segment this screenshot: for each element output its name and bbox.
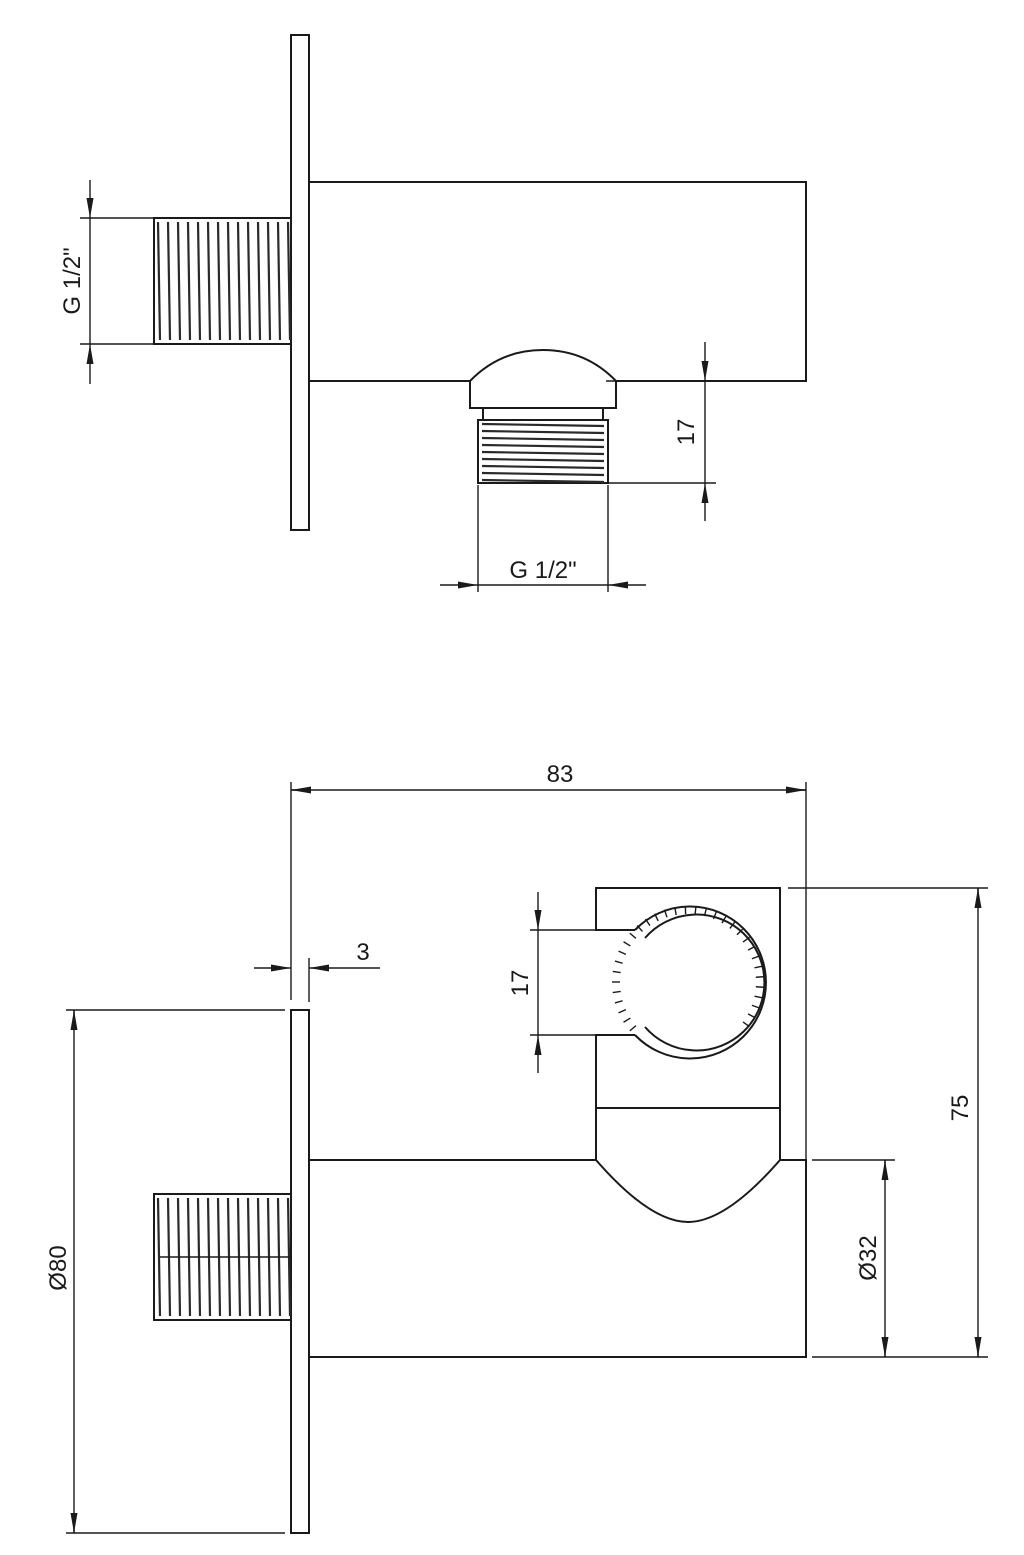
thread-line: [736, 928, 744, 936]
thread-line: [481, 436, 605, 442]
thread-line: [694, 906, 697, 915]
thread-line: [216, 221, 222, 341]
thread-line: [481, 443, 605, 449]
thread-line: [176, 221, 182, 341]
thread-line: [751, 955, 760, 960]
thread-line: [166, 221, 172, 341]
top-wall-plate: [290, 34, 310, 531]
thread-line: [481, 450, 605, 456]
thread-line: [226, 221, 232, 341]
thread-line: [654, 913, 659, 922]
thread-line: [612, 990, 621, 994]
width-label: 83: [547, 761, 574, 788]
thread-line: [156, 221, 162, 341]
dim-body-diameter: Ø32: [812, 1159, 895, 1357]
dim-bottom-thread: G 1/2": [440, 485, 646, 592]
thread-line: [712, 911, 718, 920]
dim-holder-opening: 17: [507, 892, 596, 1073]
thread-line: [623, 1017, 631, 1023]
plate-diameter-label: Ø80: [45, 1245, 72, 1290]
body-diameter-label: Ø32: [855, 1235, 882, 1280]
thread-line: [196, 221, 202, 341]
front-holder-outline: [595, 887, 781, 1160]
dim-height: 75: [788, 887, 988, 1358]
thread-line: [747, 945, 756, 951]
dim-width: 83: [290, 761, 807, 1160]
thread-line: [286, 221, 292, 341]
thread-line: [481, 464, 605, 470]
thread-line: [618, 950, 627, 955]
thread-line: [236, 221, 242, 341]
thread-line: [754, 965, 763, 969]
dim-thread-length: 17: [606, 342, 716, 521]
thread-line: [755, 976, 764, 978]
thread-line: [636, 925, 644, 932]
thread-line: [751, 1004, 760, 1009]
top-view: G 1/2" 17 G 1/2": [59, 34, 807, 592]
thread-line: [629, 1025, 637, 1032]
thread-line: [266, 221, 272, 341]
front-body-outline: [309, 1159, 807, 1358]
dim-plate-thickness: 3: [254, 939, 380, 1002]
top-outlet-dome: [469, 348, 617, 409]
thread-line: [742, 1021, 750, 1028]
top-bottom-thread: [477, 419, 609, 484]
front-back-thread: [153, 1193, 292, 1321]
thread-line: [186, 221, 192, 341]
thread-line: [623, 941, 631, 947]
thread-line: [614, 960, 623, 964]
front-view: 83 3 17 75: [45, 761, 988, 1534]
thread-line: [481, 478, 605, 484]
thread-line: [481, 471, 605, 477]
dim-plate-diameter: Ø80: [45, 1009, 285, 1534]
thread-line: [481, 422, 605, 428]
thread-line: [703, 908, 708, 917]
thread-line: [612, 970, 621, 974]
thread-line: [663, 909, 668, 918]
thread-line: [729, 921, 736, 929]
bottom-thread-label: G 1/2": [509, 557, 576, 584]
front-holder-ring: [612, 905, 767, 1060]
thread-line: [256, 221, 262, 341]
top-back-thread: [153, 217, 292, 345]
thread-line: [481, 457, 605, 463]
thread-line: [644, 918, 651, 927]
front-wall-plate: [290, 1009, 310, 1534]
thread-line: [246, 221, 252, 341]
height-label: 75: [947, 1095, 974, 1122]
thread-line: [747, 1013, 756, 1019]
thread-line: [614, 1000, 623, 1004]
thread-line: [742, 936, 750, 943]
thread-line: [674, 907, 677, 916]
thread-line: [629, 932, 637, 939]
front-holder-v-shape: [595, 1159, 781, 1224]
plate-thickness-label: 3: [356, 939, 369, 966]
back-thread-label: G 1/2": [59, 247, 86, 314]
thread-line: [754, 995, 763, 999]
thread-line: [276, 221, 282, 341]
thread-length-label: 17: [673, 419, 700, 446]
thread-line: [618, 1009, 627, 1014]
thread-line: [481, 429, 605, 435]
holder-opening-label: 17: [507, 970, 534, 997]
top-outlet-neck: [482, 408, 604, 420]
thread-line: [156, 1197, 162, 1317]
thread-line: [206, 221, 212, 341]
thread-line: [755, 986, 764, 988]
thread-line: [721, 915, 727, 924]
dim-back-thread: G 1/2": [59, 180, 156, 384]
